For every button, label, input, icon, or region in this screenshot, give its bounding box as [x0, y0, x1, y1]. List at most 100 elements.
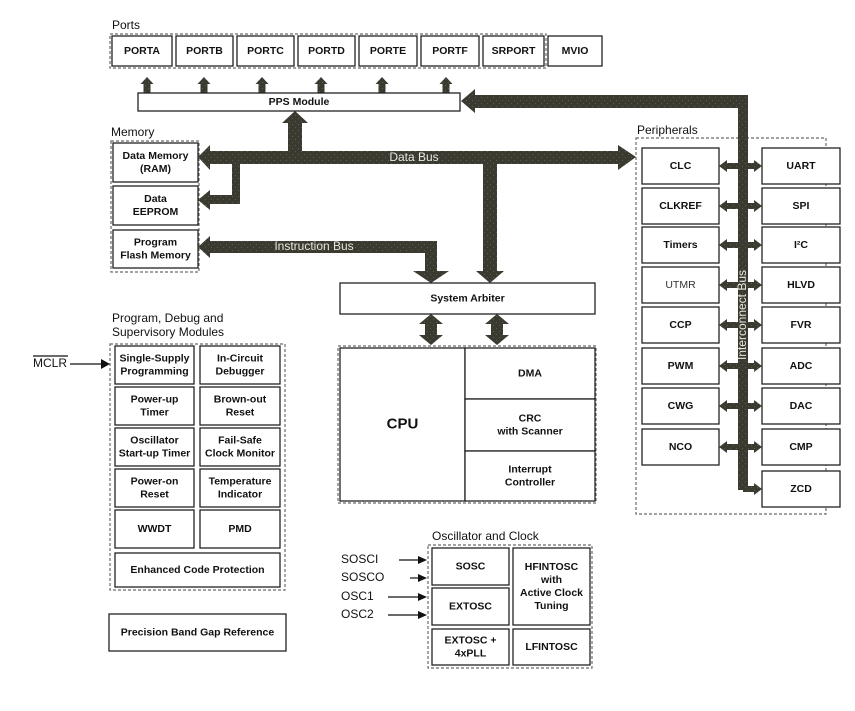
- data-bus-arbiter-arrow: [476, 163, 504, 283]
- peripheral-hlvd-frame: [761, 266, 841, 304]
- port-portf-frame: [420, 35, 480, 67]
- peripheral-pwm: PWM: [641, 347, 720, 385]
- peripheral-utmr-frame: [641, 266, 720, 304]
- pdsm-item-frame: [114, 509, 195, 549]
- peripheral-spi-label: SPI: [793, 200, 810, 212]
- osc-signal-osc2: OSC2: [341, 607, 374, 621]
- mvio-box-frame: [547, 35, 603, 67]
- pdsm-item-label: Debugger: [215, 365, 264, 377]
- data-memory-ram-frame: [112, 142, 199, 183]
- pdsm-item-label: Oscillator: [130, 434, 178, 446]
- program-flash-memory-label: Flash Memory: [120, 249, 191, 261]
- extosc-box: EXTOSC: [431, 587, 510, 626]
- core-group: [337, 345, 597, 504]
- mvio-box-label: MVIO: [562, 45, 589, 57]
- peripheral-cwg: CWG: [641, 387, 720, 425]
- peripheral-nco-label: NCO: [669, 441, 692, 453]
- peripheral-clc: CLC: [641, 147, 720, 185]
- peripheral-nco-frame: [641, 428, 720, 466]
- pdsm-item-frame: [199, 509, 281, 549]
- osc-signal-sosci: SOSCI: [341, 552, 378, 566]
- port-srport-frame: [482, 35, 545, 67]
- port-porta: PORTA: [111, 35, 173, 67]
- hfintosc-box-label: Active Clock: [520, 587, 583, 599]
- enhanced-code-protection: Enhanced Code Protection: [114, 552, 281, 588]
- mclr-label: MCLR: [33, 356, 67, 370]
- peripheral-nco: NCO: [641, 428, 720, 466]
- pdsm-item-frame: [114, 468, 195, 508]
- crc-box-label: with Scanner: [496, 425, 562, 437]
- pdsm-item-label: Temperature: [209, 475, 272, 487]
- peripheral-ic-label: I²C: [794, 239, 808, 251]
- port-portb-label: PORTB: [186, 45, 223, 57]
- pdsm-item-label: Indicator: [218, 488, 262, 500]
- pps-port-arrow: [375, 77, 389, 93]
- pdsm-item-frame: [199, 386, 281, 426]
- data-eeprom-label: Data: [144, 193, 167, 205]
- peripheral-ic-frame: [761, 226, 841, 264]
- osc-signal-arrowhead: [418, 593, 427, 601]
- hfintosc-box-frame: [512, 547, 591, 626]
- pdsm-item-frame: [199, 468, 281, 508]
- pdsm-group-title-line: Program, Debug and: [112, 311, 223, 325]
- port-portc-label: PORTC: [247, 45, 284, 57]
- sosc-box-frame: [431, 547, 510, 586]
- crc-box-label: CRC: [519, 412, 542, 424]
- system-arbiter-label: System Arbiter: [430, 292, 504, 304]
- cpu-box-label: CPU: [387, 415, 419, 432]
- port-porta-label: PORTA: [124, 45, 160, 57]
- pdsm-item-label: Fail-Safe: [218, 434, 262, 446]
- pdsm-item-frame: [199, 345, 281, 385]
- peripheral-spi: SPI: [761, 187, 841, 225]
- extosc-pll-box: EXTOSC +4xPLL: [431, 628, 510, 666]
- data-memory-ram-label: (RAM): [140, 163, 171, 175]
- precision-band-gap-reference-label: Precision Band Gap Reference: [121, 626, 275, 638]
- interrupt-controller-box-label: Controller: [505, 476, 555, 488]
- pdsm-item-label: Start-up Timer: [119, 447, 191, 459]
- peripheral-ccp: CCP: [641, 306, 720, 344]
- lfintosc-box-frame: [512, 628, 591, 666]
- data-bus: [198, 145, 636, 170]
- peripheral-adc: ADC: [761, 347, 841, 385]
- data-bus-label: Data Bus: [389, 150, 438, 164]
- peripheral-clkref: CLKREF: [641, 187, 720, 225]
- mvio-box: MVIO: [547, 35, 603, 67]
- peripheral-cmp-label: CMP: [789, 441, 812, 453]
- pps-port-arrow: [197, 77, 211, 93]
- pps-module-label: PPS Module: [269, 96, 330, 108]
- pdsm-item-label: Brown-out: [214, 393, 267, 405]
- port-portc-frame: [236, 35, 295, 67]
- data-bus-pps-arrow: [282, 111, 308, 152]
- system-arbiter: System Arbiter: [339, 282, 596, 315]
- osc-signal-arrowhead: [418, 574, 427, 582]
- data-eeprom-label: EEPROM: [133, 206, 179, 218]
- peripheral-dac-frame: [761, 387, 841, 425]
- peripheral-bus-arrow: [719, 160, 762, 172]
- arbiter-cpu-arrow: [419, 314, 443, 345]
- memory-group-title: Memory: [111, 125, 154, 139]
- dma-box-label: DMA: [518, 367, 542, 379]
- hfintosc-box-label: HFINTOSC: [525, 561, 579, 573]
- peripheral-timers: Timers: [641, 226, 720, 264]
- memory-group: [110, 140, 200, 273]
- osc-signal-sosco: SOSCO: [341, 570, 384, 584]
- peripheral-pwm-frame: [641, 347, 720, 385]
- pps-module-frame: [137, 92, 461, 112]
- peripheral-clkref-label: CLKREF: [659, 200, 702, 212]
- pdsm-item-frame: [114, 386, 195, 426]
- interconnect-bus-label: Interconnect Bus: [735, 270, 749, 360]
- pdsm-item-label: Power-on: [131, 475, 179, 487]
- peripheral-bus-arrow: [719, 441, 762, 453]
- interrupt-controller-box-frame: [464, 450, 596, 502]
- peripherals-group-title: Peripherals: [637, 123, 698, 137]
- lfintosc-box-label: LFINTOSC: [525, 641, 578, 653]
- osc-group-title: Oscillator and Clock: [432, 529, 540, 543]
- peripheral-dac-label: DAC: [790, 400, 813, 412]
- port-porta-frame: [111, 35, 173, 67]
- pps-port-arrow: [314, 77, 328, 93]
- pdsm-item-frame: [114, 345, 195, 385]
